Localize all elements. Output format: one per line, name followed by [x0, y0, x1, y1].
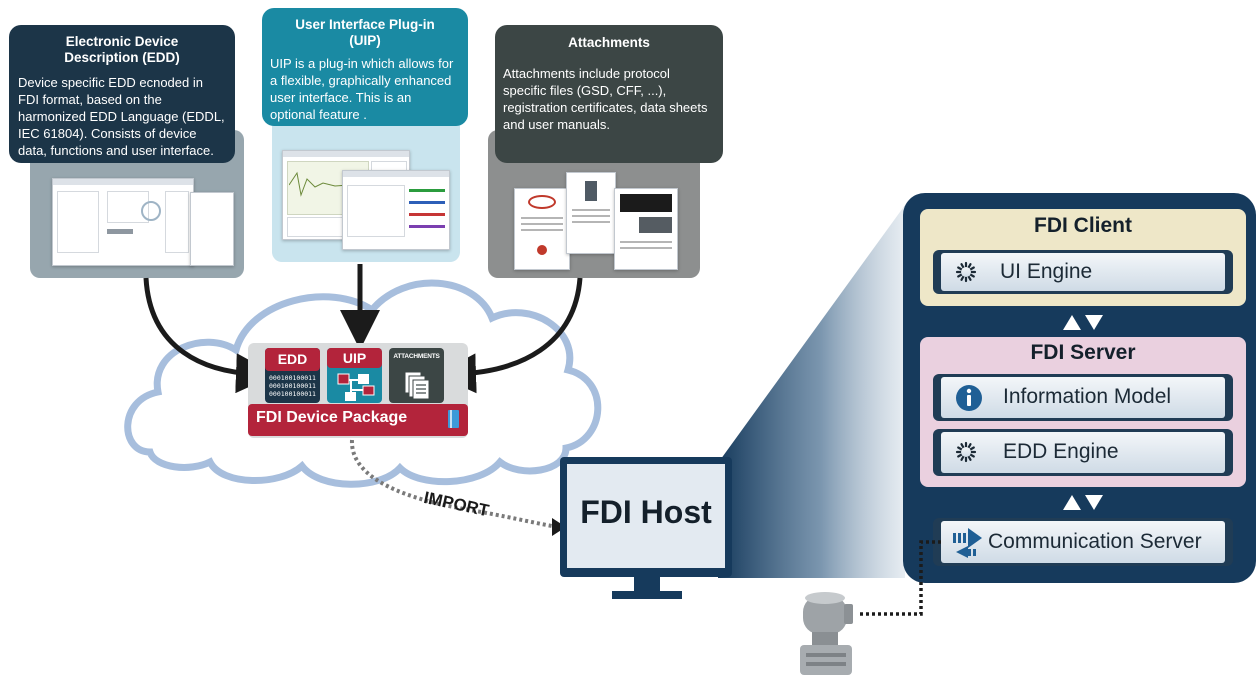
communication-arrows-icon [953, 528, 982, 558]
attachment-certificate-doc [514, 188, 570, 270]
edd-callout-body: Device specific EDD ecnoded in FDI forma… [18, 75, 225, 158]
uip-callout-title: User Interface Plug-in (UIP) [295, 17, 435, 48]
attachment-manual-doc [614, 188, 678, 270]
binary-line: 000100100011 [269, 390, 316, 398]
attachments-callout-body: Attachments include protocol specific fi… [503, 66, 708, 132]
binary-line: 000100100011 [269, 382, 316, 390]
attachments-arrow [436, 277, 583, 394]
info-icon [956, 385, 982, 411]
package-edd-label: EDD [277, 351, 308, 367]
uip-trend-screenshot [342, 170, 450, 250]
client-server-arrows [1063, 315, 1103, 330]
fdi-server-title-wrap: FDI Server [920, 341, 1246, 369]
package-binary: 000100100011 000100100011 000100100011 [265, 374, 320, 398]
host-beam [718, 205, 905, 578]
attachment-datasheet-doc [566, 172, 616, 254]
import-arrow [349, 439, 553, 528]
host-monitor-stand [612, 591, 682, 599]
edd-ui-screenshot [52, 178, 194, 266]
fdi-client-title: FDI Client [1034, 214, 1132, 237]
field-device-transmitter [800, 592, 853, 675]
host-monitor-neck [634, 577, 660, 593]
edd-callout: Electronic Device Description (EDD) Devi… [9, 25, 235, 163]
fdi-client-title-wrap: FDI Client [920, 214, 1246, 242]
edd-ui-screenshot-back [190, 192, 234, 266]
uip-callout: User Interface Plug-in (UIP) UIP is a pl… [262, 8, 468, 126]
package-red-band [248, 404, 468, 436]
edd-arrow [143, 277, 276, 394]
edd-engine-label: EDD Engine [1003, 440, 1119, 463]
attachments-callout-title: Attachments [568, 35, 650, 50]
package-attachments-label: ATTACHMENTS [393, 353, 440, 360]
ui-engine-label: UI Engine [1000, 260, 1093, 283]
edd-callout-title: Electronic Device Description (EDD) [64, 34, 180, 65]
information-model-label: Information Model [1003, 385, 1172, 408]
package-title: FDI Device Package [256, 409, 408, 426]
package-book-icon [448, 410, 459, 428]
fdi-server-title: FDI Server [1030, 341, 1136, 364]
binary-line: 000100100011 [269, 374, 316, 382]
uip-callout-body: UIP is a plug-in which allows for a flex… [270, 56, 454, 122]
host-monitor-screen [567, 464, 725, 568]
package-uip-label: UIP [342, 350, 367, 366]
device-connection-line [858, 540, 941, 616]
host-label: FDI Host [580, 494, 712, 530]
communication-server-label: Communication Server [988, 530, 1202, 553]
server-comm-arrows [1063, 495, 1103, 510]
attachments-callout: Attachments Attachments include protocol… [495, 25, 723, 163]
